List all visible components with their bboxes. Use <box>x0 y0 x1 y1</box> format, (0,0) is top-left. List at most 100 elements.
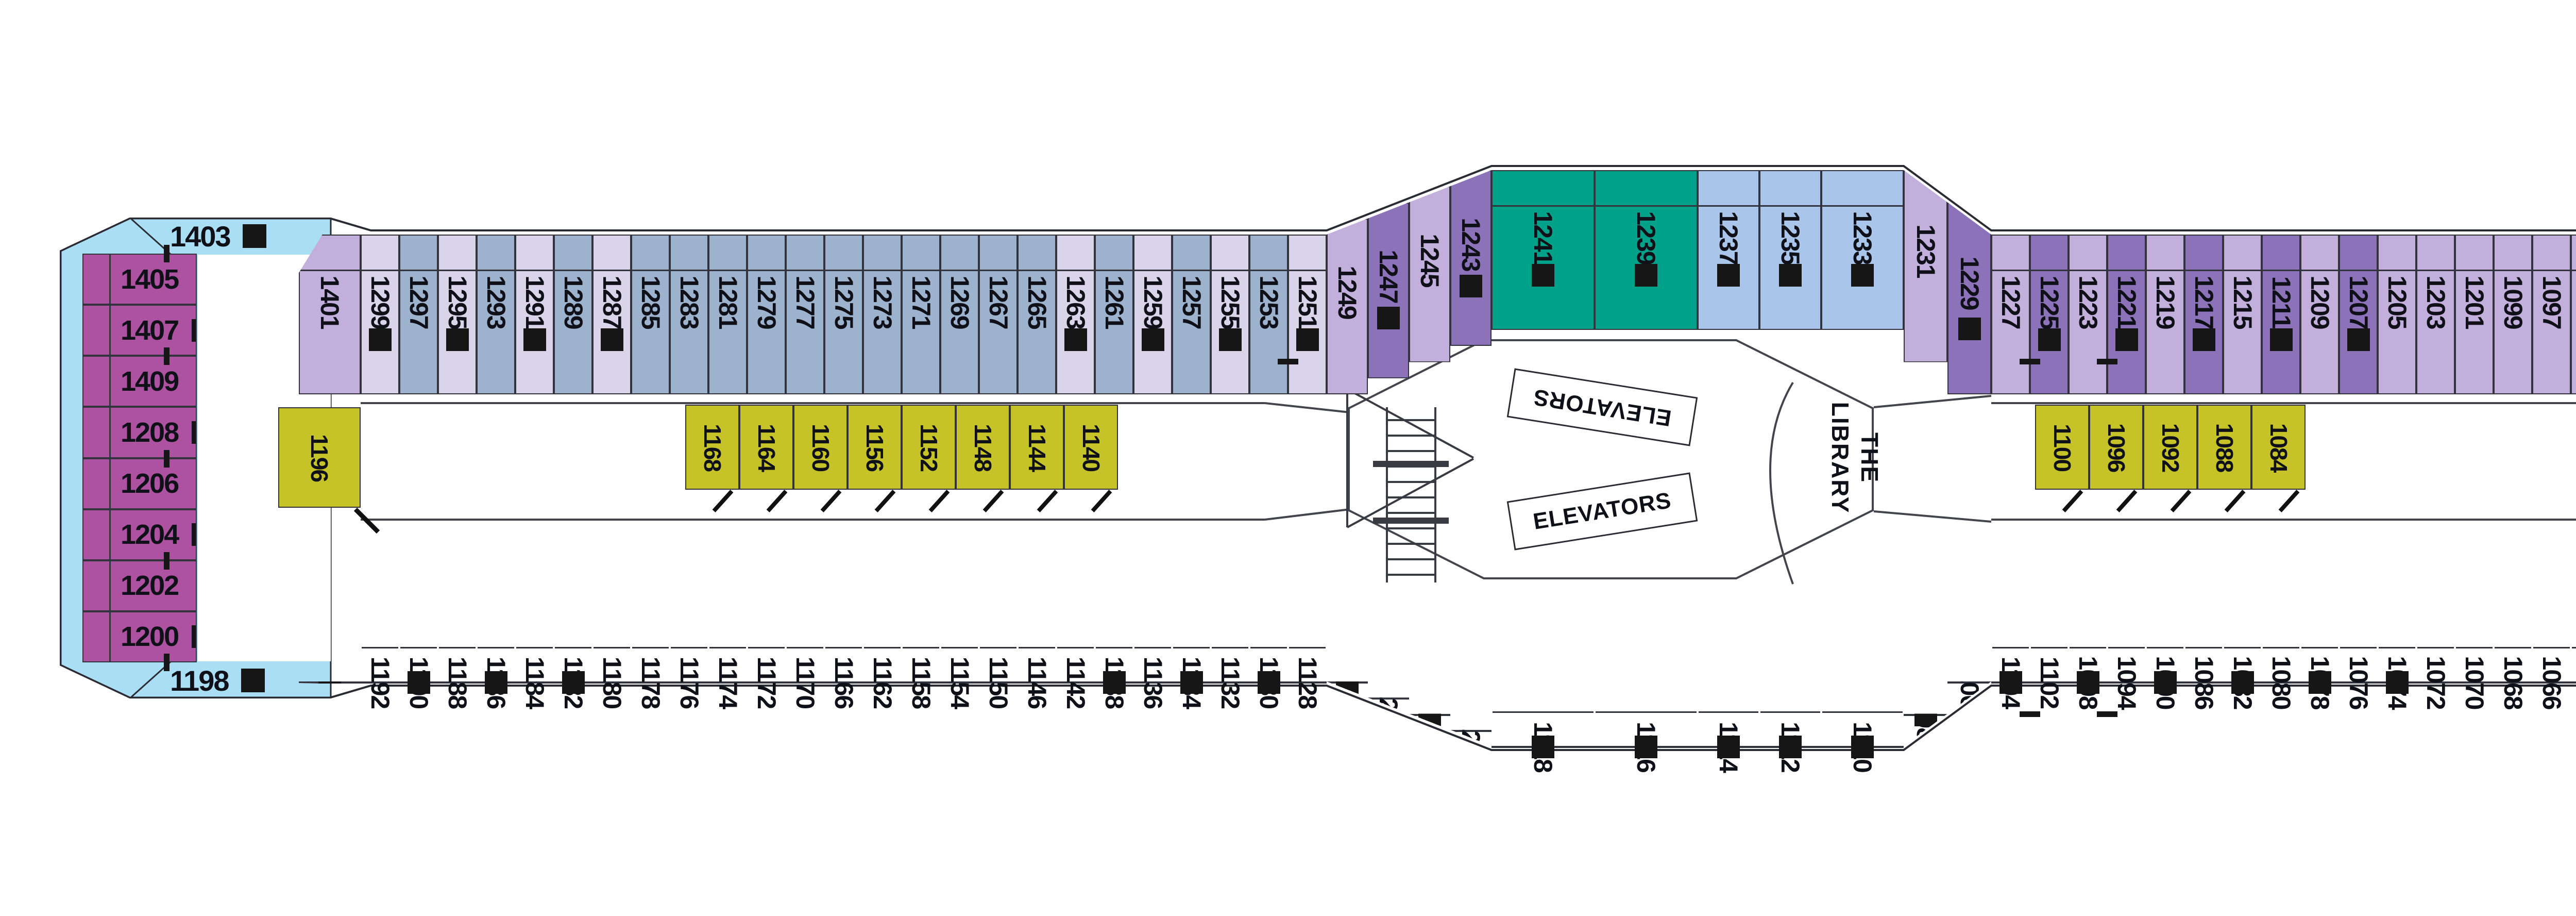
cabin-1253[interactable]: 1253 <box>1249 235 1288 394</box>
cabin-1405[interactable]: 1405 <box>82 254 197 305</box>
cabin-1225[interactable]: 1225 <box>2020 235 2069 394</box>
cabin-1082[interactable]: 1082 <box>2223 647 2262 709</box>
cabin-1170[interactable]: 1170 <box>786 647 824 708</box>
cabin-1247[interactable]: 1247 <box>1368 202 1409 378</box>
cabin-1269[interactable]: 1269 <box>940 235 979 394</box>
cabin-1231[interactable]: 1231 <box>1904 170 1947 362</box>
cabin-1209[interactable]: 1209 <box>2300 235 2339 394</box>
cabin-1076[interactable]: 1076 <box>2339 647 2378 709</box>
cabin-1160[interactable]: 1160 <box>793 405 848 490</box>
cabin-1273[interactable]: 1273 <box>863 235 902 394</box>
cabin-1184[interactable]: 1184 <box>515 647 554 708</box>
cabin-1279[interactable]: 1279 <box>747 235 786 394</box>
cabin-1182[interactable]: 1182 <box>554 647 592 708</box>
cabin-1132[interactable]: 1132 <box>1211 647 1249 708</box>
cabin-1158[interactable]: 1158 <box>902 647 940 708</box>
cabin-1086[interactable]: 1086 <box>2184 647 2223 709</box>
cabin-1277[interactable]: 1277 <box>786 235 824 394</box>
cabin-1166[interactable]: 1166 <box>824 647 863 708</box>
cabin-1078[interactable]: 1078 <box>2300 647 2339 709</box>
cabin-1104[interactable]: 1104 <box>1991 647 2030 708</box>
cabin-1152[interactable]: 1152 <box>902 405 956 490</box>
cabin-1068[interactable]: 1068 <box>2494 647 2532 709</box>
cabin-1108[interactable]: 1108 <box>1904 713 1947 741</box>
cabin-1150[interactable]: 1150 <box>979 647 1018 708</box>
cabin-1144[interactable]: 1144 <box>1010 405 1064 490</box>
cabin-1136[interactable]: 1136 <box>1133 647 1172 708</box>
cabin-1249[interactable]: 1249 <box>1327 218 1368 394</box>
cabin-1120[interactable]: 1120 <box>1450 729 1492 746</box>
cabin-1263[interactable]: 1263 <box>1056 235 1095 394</box>
cabin-1188[interactable]: 1188 <box>438 647 477 708</box>
cabin-1074[interactable]: 1074 <box>2378 647 2416 709</box>
cabin-1064[interactable]: 1064 <box>2571 647 2576 709</box>
cabin-1204[interactable]: 1204 <box>82 509 197 560</box>
cabin-1221[interactable]: 1221 <box>2097 235 2146 394</box>
cabin-1239[interactable]: 1239 <box>1595 170 1698 330</box>
cabin-1110[interactable]: 1110 <box>1821 711 1904 772</box>
cabin-1186[interactable]: 1186 <box>477 647 515 708</box>
cabin-1297[interactable]: 1297 <box>399 235 438 394</box>
cabin-1174[interactable]: 1174 <box>708 647 747 708</box>
cabin-1162[interactable]: 1162 <box>863 647 902 708</box>
cabin-1146[interactable]: 1146 <box>1018 647 1056 708</box>
suite-1198[interactable]: 1198 <box>170 664 265 697</box>
cabin-1097[interactable]: 1097 <box>2532 235 2571 394</box>
cabin-1192[interactable]: 1192 <box>361 647 399 708</box>
cabin-1200[interactable]: 1200 <box>82 611 197 662</box>
cabin-1245[interactable]: 1245 <box>1409 186 1450 362</box>
cabin-1285[interactable]: 1285 <box>631 235 670 394</box>
cabin-1099[interactable]: 1099 <box>2494 235 2532 394</box>
cabin-1124[interactable]: 1124 <box>1368 697 1409 714</box>
cabin-1289[interactable]: 1289 <box>554 235 592 394</box>
cabin-1293[interactable]: 1293 <box>477 235 515 394</box>
cabin-1267[interactable]: 1267 <box>979 235 1018 394</box>
cabin-1202[interactable]: 1202 <box>82 560 197 611</box>
cabin-1072[interactable]: 1072 <box>2416 647 2455 709</box>
cabin-1208[interactable]: 1208 <box>82 407 197 458</box>
cabin-1092[interactable]: 1092 <box>2143 405 2197 490</box>
cabin-1164[interactable]: 1164 <box>739 405 793 490</box>
cabin-1118[interactable]: 1118 <box>1492 711 1595 772</box>
cabin-1180[interactable]: 1180 <box>592 647 631 708</box>
cabin-1095[interactable]: 1095 <box>2571 235 2576 394</box>
cabin-1233[interactable]: 1233 <box>1821 170 1904 330</box>
cabin-1142[interactable]: 1142 <box>1056 647 1095 708</box>
cabin-1094[interactable]: 1094 <box>2097 647 2146 717</box>
cabin-1291[interactable]: 1291 <box>515 235 554 394</box>
cabin-1255[interactable]: 1255 <box>1211 235 1249 394</box>
cabin-1259[interactable]: 1259 <box>1133 235 1172 394</box>
cabin-1168[interactable]: 1168 <box>685 405 739 490</box>
cabin-1134[interactable]: 1134 <box>1172 647 1211 708</box>
cabin-1409[interactable]: 1409 <box>82 356 197 407</box>
cabin-1287[interactable]: 1287 <box>592 235 631 394</box>
cabin-1130[interactable]: 1130 <box>1249 647 1288 708</box>
cabin-1243[interactable]: 1243 <box>1450 170 1492 346</box>
cabin-1283[interactable]: 1283 <box>670 235 708 394</box>
cabin-1295[interactable]: 1295 <box>438 235 477 394</box>
cabin-1196[interactable]: 1196 <box>278 407 361 508</box>
cabin-1114[interactable]: 1114 <box>1698 711 1759 772</box>
cabin-1190[interactable]: 1190 <box>399 647 438 708</box>
cabin-1194[interactable]: 1194 <box>299 681 361 684</box>
cabin-1156[interactable]: 1156 <box>848 405 902 490</box>
cabin-1100[interactable]: 1100 <box>2035 405 2089 490</box>
cabin-1237[interactable]: 1237 <box>1698 170 1759 330</box>
cabin-1090[interactable]: 1090 <box>2146 647 2184 709</box>
cabin-1201[interactable]: 1201 <box>2455 235 2494 394</box>
cabin-1217[interactable]: 1217 <box>2184 235 2223 394</box>
cabin-1088[interactable]: 1088 <box>2197 405 2251 490</box>
cabin-1138[interactable]: 1138 <box>1095 647 1133 708</box>
cabin-1299[interactable]: 1299 <box>361 235 399 394</box>
cabin-1176[interactable]: 1176 <box>670 647 708 708</box>
cabin-1106[interactable]: 1106 <box>1947 681 1991 708</box>
cabin-1215[interactable]: 1215 <box>2223 235 2262 394</box>
cabin-1140[interactable]: 1140 <box>1064 405 1118 490</box>
cabin-1241[interactable]: 1241 <box>1492 170 1595 330</box>
cabin-1080[interactable]: 1080 <box>2262 647 2300 709</box>
cabin-1223[interactable]: 1223 <box>2069 235 2107 394</box>
cabin-1271[interactable]: 1271 <box>902 235 940 394</box>
